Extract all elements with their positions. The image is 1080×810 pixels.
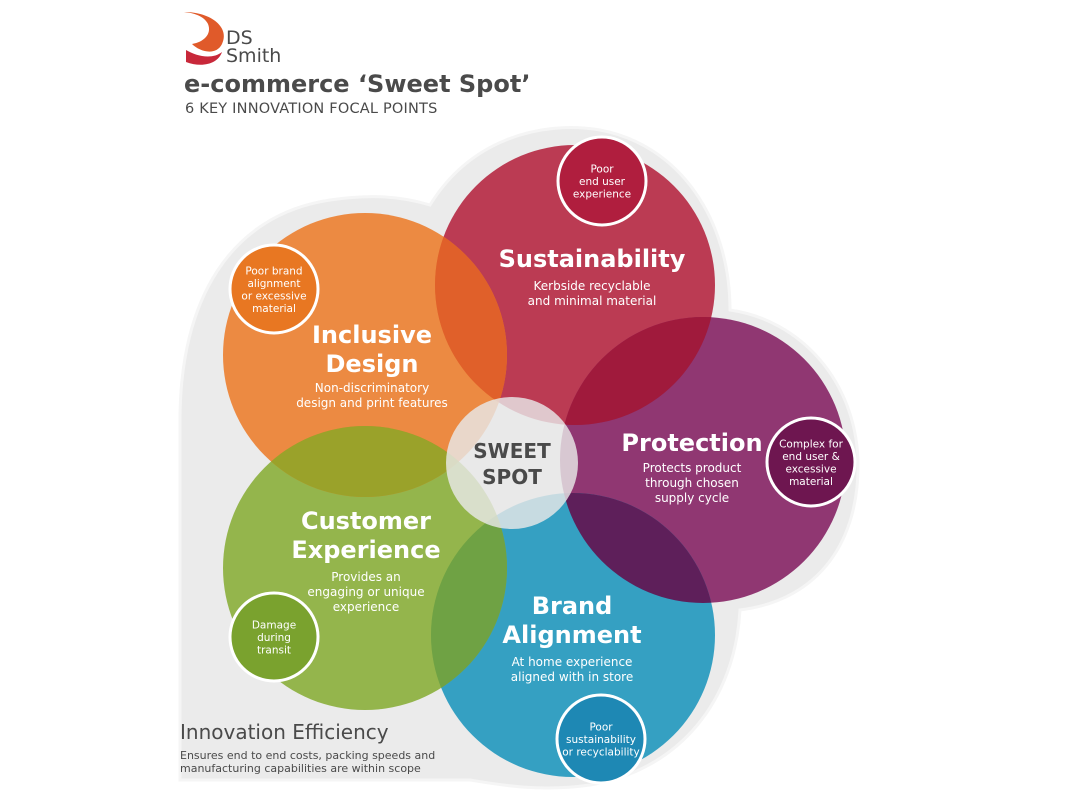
innovation-efficiency-desc: Ensures end to end costs, packing speeds…: [180, 749, 436, 775]
sustainability-badge-text: experience: [573, 189, 631, 201]
brand-badge: [555, 693, 647, 785]
inclusive-description: Non-discriminatory: [315, 381, 429, 395]
brand-badge-text: or recyclability: [562, 747, 639, 759]
customer-title: Experience: [291, 536, 440, 564]
sustainability-badge-text: end user: [579, 176, 626, 188]
protection-description: Protects product: [643, 461, 742, 475]
sustainability-description: and minimal material: [528, 294, 657, 308]
overlap-sustain-protection: [560, 317, 715, 425]
customer-badge-text: Damage: [252, 620, 296, 632]
protection-badge: [765, 416, 857, 508]
brand-title: Alignment: [502, 621, 641, 649]
sustainability-title: Sustainability: [499, 245, 686, 273]
page-subtitle: 6 KEY INNOVATION FOCAL POINTS: [185, 101, 438, 117]
inclusive-badge-text: or excessive: [241, 290, 306, 302]
ds-smith-logo: [184, 12, 224, 65]
inclusive-badge-text: Poor brand: [245, 265, 302, 277]
sustainability-badge: [556, 135, 648, 227]
customer-badge-text: transit: [257, 645, 291, 657]
brand-badge-text: Poor: [589, 722, 613, 734]
sweet-spot-label-2: SPOT: [482, 465, 542, 489]
protection-description: through chosen: [645, 476, 739, 490]
sustainability-description: Kerbside recyclable: [534, 279, 651, 293]
innovation-efficiency-title: Innovation Efficiency: [180, 720, 389, 744]
protection-badge-text: end user &: [782, 451, 840, 463]
sweet-spot-circle: [446, 397, 578, 529]
customer-description: experience: [333, 600, 400, 614]
brand-title: Brand: [532, 592, 613, 620]
customer-description: Provides an: [331, 570, 401, 584]
inclusive-badge: [228, 243, 320, 335]
sustainability-badge-text: Poor: [590, 164, 614, 176]
logo-wordmark: DS Smith: [226, 27, 282, 67]
brand-description: At home experience: [512, 655, 633, 669]
customer-title: Customer: [301, 507, 431, 535]
customer-badge-text: during: [257, 632, 291, 644]
overlap-brand-protection: [560, 493, 715, 603]
brand-badge-text: sustainability: [566, 734, 636, 746]
protection-title: Protection: [621, 429, 762, 457]
customer-badge: [228, 591, 320, 683]
inclusive-title: Design: [326, 350, 419, 378]
protection-description: supply cycle: [655, 491, 729, 505]
customer-description: engaging or unique: [307, 585, 424, 599]
sweet-spot-label: SWEET: [473, 439, 551, 463]
brand-description: aligned with in store: [511, 670, 633, 684]
page-title: e-commerce ‘Sweet Spot’: [184, 70, 531, 98]
inclusive-description: design and print features: [296, 396, 448, 410]
inclusive-badge-text: material: [252, 303, 296, 315]
protection-badge-text: Complex for: [779, 438, 844, 450]
inclusive-title: Inclusive: [312, 321, 432, 349]
protection-badge-text: excessive: [785, 463, 836, 475]
protection-badge-text: material: [789, 476, 833, 488]
inclusive-badge-text: alignment: [247, 278, 300, 290]
